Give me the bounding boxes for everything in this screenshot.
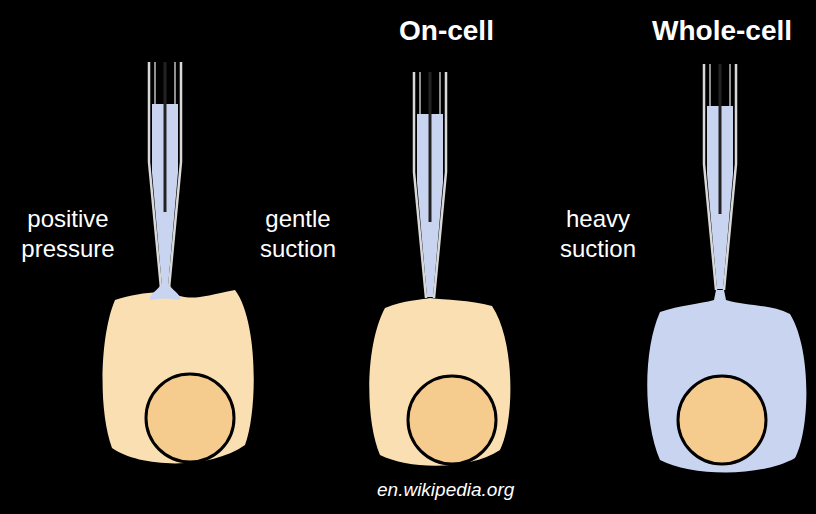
cell [103,290,254,463]
pipette [414,72,446,298]
pipette [149,62,181,288]
nucleus [146,374,234,462]
cell [369,298,510,466]
step-label: gentle suction [236,204,360,264]
pipette [704,64,736,290]
source-caption: en.wikipedia.org [377,478,514,502]
nucleus [408,376,496,464]
mode-heading: On-cell [399,14,494,48]
pressure-bubble [150,286,181,300]
step-label: heavy suction [536,204,660,264]
cell [647,290,806,473]
nucleus [678,376,766,464]
step-label: positive pressure [6,204,130,264]
mode-heading: Whole-cell [652,14,792,48]
